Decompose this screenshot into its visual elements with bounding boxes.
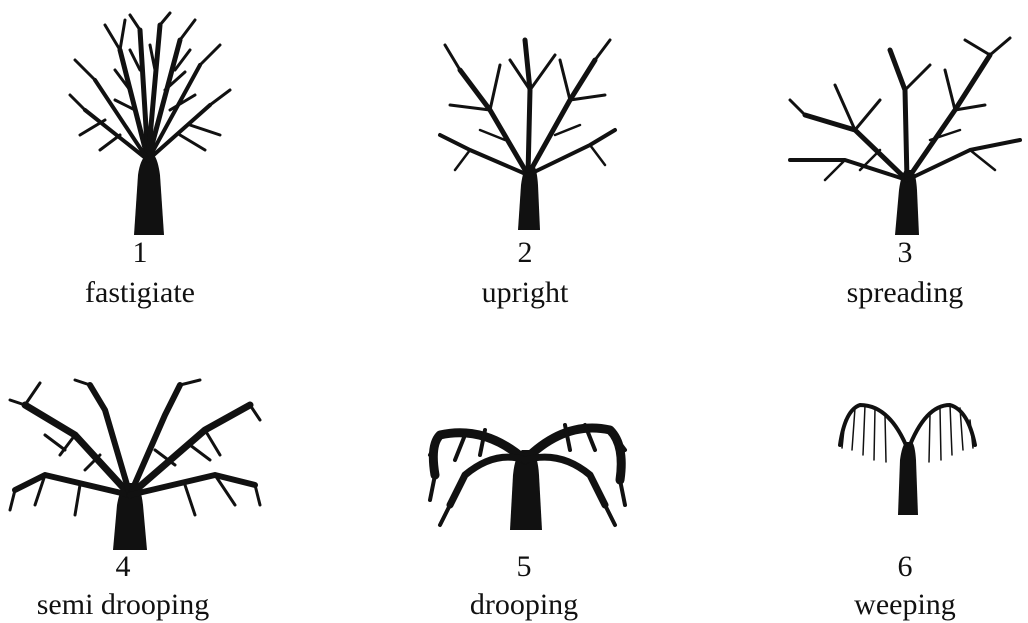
tree-label-4: semi drooping (36, 588, 210, 621)
fastigiate-tree-icon (68, 11, 232, 235)
tree-label-3: spreading (846, 276, 964, 309)
tree-label-5: drooping (469, 588, 579, 621)
tree-number-4: 4 (115, 550, 131, 583)
semi-drooping-tree-icon (8, 378, 262, 550)
tree-label-6: weeping (854, 588, 956, 621)
tree-number-3: 3 (897, 236, 913, 269)
tree-label-1: fastigiate (85, 276, 195, 309)
tree-number-1: 1 (132, 236, 148, 269)
drooping-tree-icon (428, 423, 627, 530)
weeping-tree-icon (838, 403, 977, 515)
tree-number-5: 5 (516, 550, 532, 583)
tree-number-2: 2 (517, 236, 533, 269)
spreading-tree-icon (788, 36, 1022, 235)
tree-label-2: upright (481, 276, 569, 309)
tree-number-6: 6 (897, 550, 913, 583)
upright-tree-icon (438, 37, 617, 230)
